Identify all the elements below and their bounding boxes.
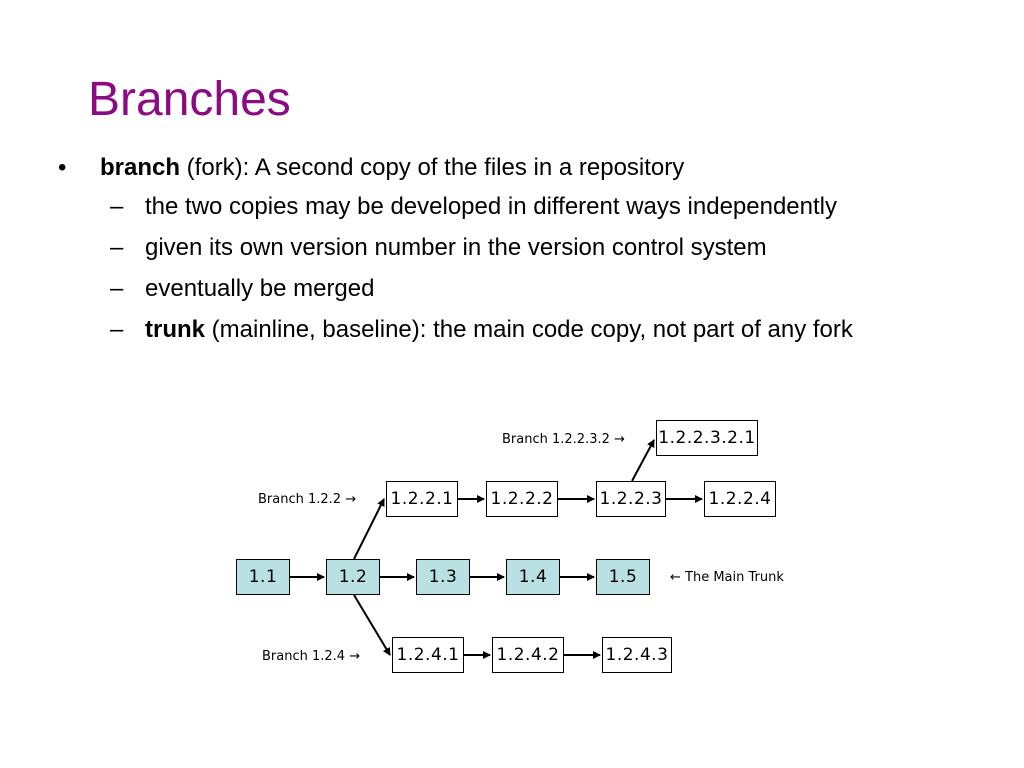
sub-item-independent: – the two copies may be developed in dif… (110, 186, 1018, 227)
bullet-list: • branch (fork): A second copy of the fi… (58, 150, 1018, 350)
node-1-4: 1.4 (506, 559, 560, 595)
diagram-connectors (290, 439, 703, 659)
sub-item-trunk: – trunk (mainline, baseline): the main c… (110, 309, 1018, 350)
sub-text: the two copies may be developed in diffe… (145, 193, 838, 220)
bullet-text: (fork): A second copy of the files in a … (180, 154, 685, 181)
sub-text: given its own version number in the vers… (145, 234, 767, 261)
bullet-marker: • (58, 154, 67, 181)
sub-item-merged: – eventually be merged (110, 268, 1018, 309)
sub-marker: – (110, 316, 124, 343)
sub-marker: – (110, 193, 124, 220)
node-1-2-2-3-2-1: 1.2.2.3.2.1 (656, 420, 758, 456)
label-branch-1-2-2-3-2: Branch 1.2.2.3.2 → (502, 432, 625, 447)
arrow-1-2-2-3-to-1-2-2-3-2-1 (631, 439, 655, 482)
label-branch-1-2-4: Branch 1.2.4 → (262, 649, 361, 664)
node-1-5: 1.5 (596, 559, 650, 595)
sub-marker: – (110, 234, 124, 261)
node-1-2-2-4: 1.2.2.4 (704, 481, 776, 517)
bullet-item-branch: • branch (fork): A second copy of the fi… (58, 150, 1018, 186)
node-1-2-4-3: 1.2.4.3 (602, 637, 672, 673)
label-branch-1-2-2: Branch 1.2.2 → (258, 492, 357, 507)
sub-text: eventually be merged (145, 275, 375, 302)
sub-list: – the two copies may be developed in dif… (110, 186, 1018, 350)
node-1-2-4-1: 1.2.4.1 (392, 637, 464, 673)
node-1-1: 1.1 (236, 559, 290, 595)
bullet-term: branch (100, 154, 181, 181)
sub-text: (mainline, baseline): the main code copy… (205, 316, 853, 343)
label-main-trunk: ← The Main Trunk (670, 570, 784, 585)
sub-item-version-number: – given its own version number in the ve… (110, 227, 1018, 268)
slide-title: Branches (88, 73, 291, 126)
node-1-2: 1.2 (326, 559, 380, 595)
node-1-2-2-1: 1.2.2.1 (386, 481, 458, 517)
node-1-2-2-3: 1.2.2.3 (596, 481, 666, 517)
sub-marker: – (110, 275, 124, 302)
sub-term: trunk (145, 316, 205, 343)
node-1-3: 1.3 (416, 559, 470, 595)
node-1-2-4-2: 1.2.4.2 (492, 637, 564, 673)
arrow-1-2-to-1-2-4-1 (353, 594, 391, 656)
arrow-1-2-to-1-2-2-1 (353, 498, 385, 560)
node-1-2-2-2: 1.2.2.2 (486, 481, 558, 517)
version-tree-diagram: Branch 1.2.2.3.2 → 1.2.2.3.2.1 Branch 1.… (232, 408, 816, 692)
